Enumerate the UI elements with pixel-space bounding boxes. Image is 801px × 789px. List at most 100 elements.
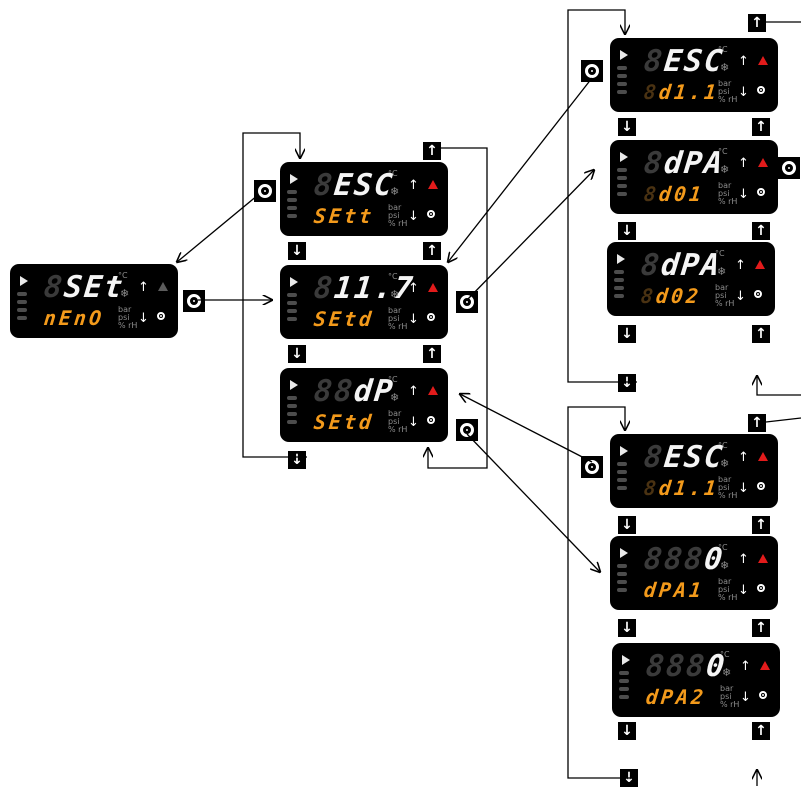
status-led-icon xyxy=(617,580,627,584)
set-key-ring xyxy=(782,161,796,175)
sub1-loop-line xyxy=(567,9,637,383)
down-arrow-icon: ↓ xyxy=(738,481,749,496)
status-led-icon xyxy=(287,404,297,408)
status-led-icon xyxy=(617,184,627,188)
status-led-icon xyxy=(287,301,297,305)
rh-unit-label: % rH xyxy=(718,95,738,104)
status-led-icon xyxy=(287,309,297,313)
down-arrow-icon: ↓ xyxy=(408,312,419,327)
status-led-icon xyxy=(287,420,297,424)
dp-to-sub2-line xyxy=(466,433,600,572)
rh-unit-label: % rH xyxy=(718,491,738,500)
up-arrow-icon: ↑ xyxy=(138,280,149,295)
set-icon xyxy=(157,312,165,320)
bar-unit-label: bar xyxy=(118,305,132,314)
play-icon xyxy=(620,152,628,162)
down-arrow-key-icon: ↓ xyxy=(288,451,306,469)
play-icon xyxy=(290,380,298,390)
snowflake-icon: ❄ xyxy=(720,457,730,470)
status-led-icon xyxy=(617,74,627,78)
play-icon xyxy=(617,254,625,264)
snowflake-icon: ❄ xyxy=(717,265,727,278)
set-key-icon xyxy=(456,291,478,313)
status-led-icon xyxy=(617,82,627,86)
down-arrow-icon: ↓ xyxy=(408,415,419,430)
set-key-ring xyxy=(460,295,474,309)
rh-unit-label: % rH xyxy=(718,197,738,206)
sub2-loop-line xyxy=(567,406,637,779)
down-arrow-key-icon: ↓ xyxy=(618,722,636,740)
rh-unit-label: % rH xyxy=(715,299,735,308)
status-led-icon xyxy=(617,564,627,568)
play-icon xyxy=(290,277,298,287)
set-key-icon xyxy=(778,157,800,179)
status-led-icon xyxy=(617,588,627,592)
down-arrow-key-icon: ↓ xyxy=(288,242,306,260)
down-arrow-key-icon: ↓ xyxy=(618,222,636,240)
status-led-icon xyxy=(287,206,297,210)
rh-unit-label: % rH xyxy=(388,219,408,228)
loop-line-main-menu xyxy=(242,132,307,458)
psi-unit-label: psi xyxy=(388,211,400,220)
up-arrow-key-icon: ↑ xyxy=(752,516,770,534)
status-led-icon xyxy=(287,412,297,416)
celsius-unit-label: °C xyxy=(715,249,725,258)
rh-unit-label: % rH xyxy=(388,425,408,434)
sub1-to-menu-line xyxy=(448,77,593,262)
down-arrow-icon: ↓ xyxy=(138,311,149,326)
down-arrow-key-icon: ↓ xyxy=(618,374,636,392)
bar-unit-label: bar xyxy=(720,684,734,693)
psi-unit-label: psi xyxy=(388,417,400,426)
snowflake-icon: ❄ xyxy=(720,61,730,74)
down-arrow-key-icon: ↓ xyxy=(618,118,636,136)
set-key-ring xyxy=(187,294,201,308)
psi-unit-label: psi xyxy=(718,87,730,96)
status-led-icon xyxy=(17,316,27,320)
status-led-icon xyxy=(287,190,297,194)
status-led-icon xyxy=(619,695,629,699)
up-arrow-key-icon: ↑ xyxy=(752,722,770,740)
status-led-icon xyxy=(617,168,627,172)
snowflake-icon: ❄ xyxy=(720,163,730,176)
snowflake-icon: ❄ xyxy=(722,666,732,679)
set-icon xyxy=(754,290,762,298)
psi-unit-label: psi xyxy=(718,483,730,492)
status-led-icon xyxy=(617,176,627,180)
up-arrow-key-icon: ↑ xyxy=(423,345,441,363)
psi-unit-label: psi xyxy=(118,313,130,322)
celsius-unit-label: °C xyxy=(718,441,728,450)
up-arrow-key-icon: ↑ xyxy=(748,414,766,432)
snowflake-icon: ❄ xyxy=(390,391,400,404)
down-arrow-key-icon: ↓ xyxy=(618,619,636,637)
alarm-icon xyxy=(755,260,765,269)
set-key-ring xyxy=(585,64,599,78)
set-icon xyxy=(757,482,765,490)
down-arrow-icon: ↓ xyxy=(735,289,746,304)
bar-unit-label: bar xyxy=(388,203,402,212)
up-arrow-key-icon: ↑ xyxy=(423,242,441,260)
up-arrow-icon: ↑ xyxy=(408,281,419,296)
up-wrap-line xyxy=(428,147,488,469)
alarm-icon xyxy=(758,56,768,65)
bar-unit-label: bar xyxy=(388,409,402,418)
set-icon xyxy=(427,313,435,321)
sub1-up-return-line xyxy=(757,376,801,396)
status-led-icon xyxy=(617,486,627,490)
status-led-icon xyxy=(614,294,624,298)
set-icon xyxy=(757,86,765,94)
set-key-icon xyxy=(254,180,276,202)
alarm-icon xyxy=(758,554,768,563)
up-arrow-key-icon: ↑ xyxy=(752,619,770,637)
psi-unit-label: psi xyxy=(388,314,400,323)
set-icon xyxy=(757,188,765,196)
snowflake-icon: ❄ xyxy=(390,288,400,301)
set-key-icon xyxy=(456,419,478,441)
up-arrow-icon: ↑ xyxy=(735,258,746,273)
play-icon xyxy=(622,655,630,665)
